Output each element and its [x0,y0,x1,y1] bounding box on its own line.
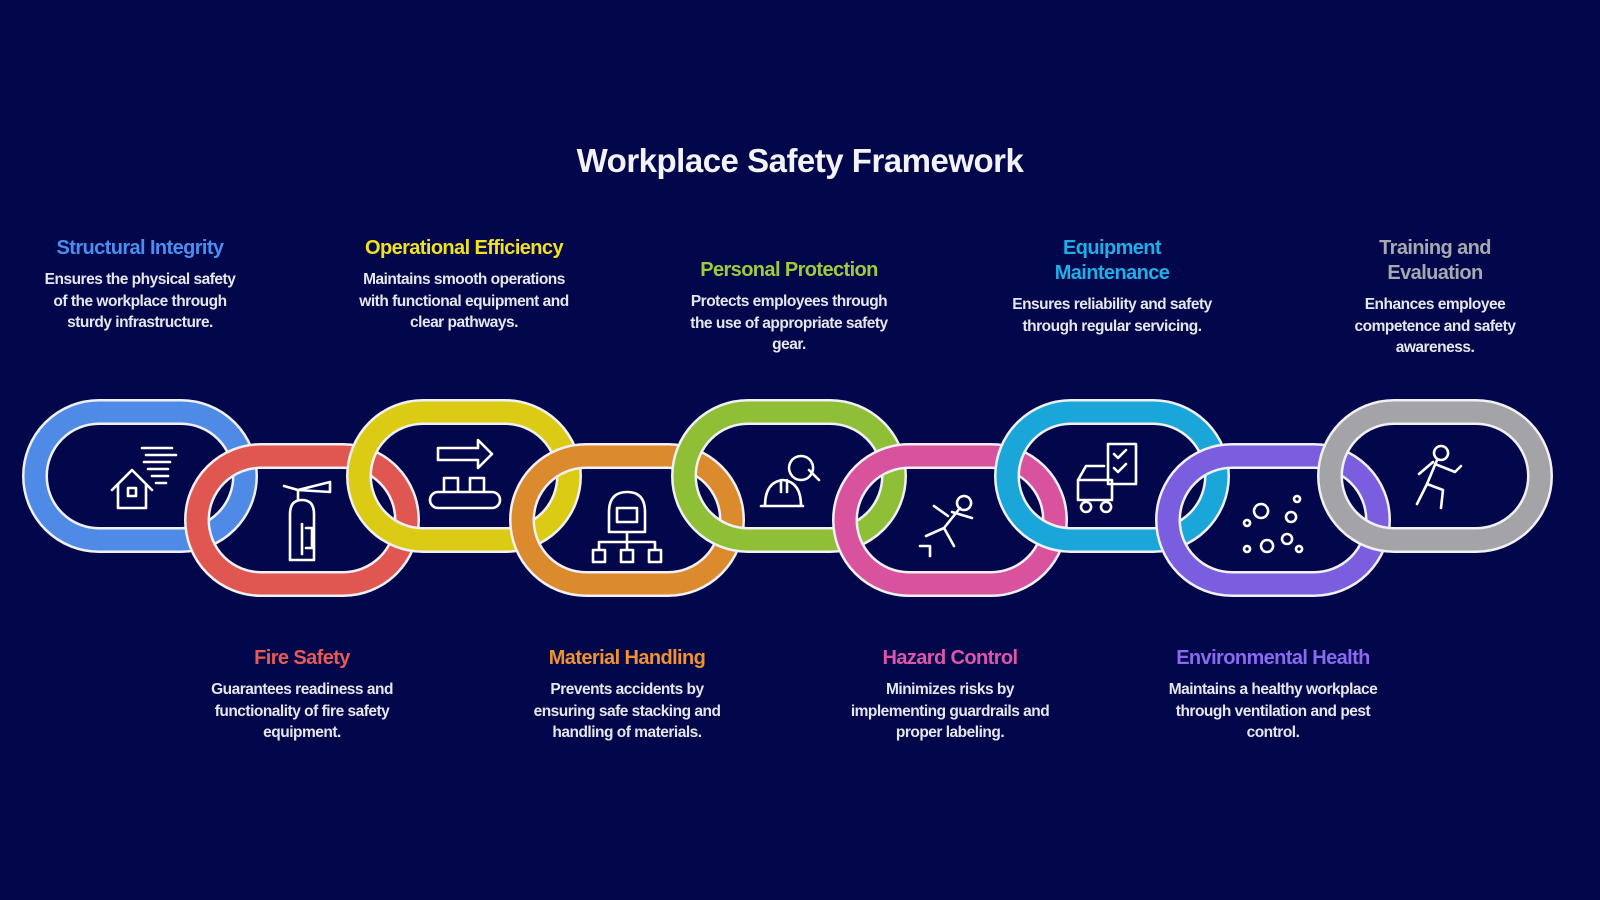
falling-person-icon [918,494,974,558]
item-title: Structural Integrity [56,237,225,259]
chain-link-4 [509,443,745,597]
item-description: Ensures reliability and safety through r… [1012,296,1212,335]
warehouse-network-icon [591,490,663,564]
item-description: Maintains a healthy workplace through ve… [1168,681,1378,742]
item-description: Maintains smooth operations with functio… [359,271,569,332]
link-ring [1319,401,1551,551]
truck-checklist-icon [1076,442,1138,514]
hard-hat-search-icon [759,454,821,508]
item-description: Protects employees through the use of ap… [690,293,888,354]
link-ring [673,401,905,551]
fire-extinguisher-icon [282,480,332,562]
item-title: Operational Efficiency [365,237,564,259]
link-ring [511,445,743,595]
chain-link-6 [832,443,1068,597]
item-title: Environmental Health [1176,647,1370,669]
chain-link-8 [1155,443,1391,597]
link-ring [834,445,1066,595]
germs-icon [1242,494,1304,554]
item-description: Prevents accidents by ensuring safe stac… [533,681,721,742]
item-description: Minimizes risks by implementing guardrai… [850,681,1050,742]
link-ring [348,401,580,551]
item-description: Guarantees readiness and functionality o… [211,681,393,742]
item-title: Material Handling [548,647,706,669]
item-title: Training and Evaluation [1379,237,1491,284]
chain-link-5 [671,399,907,553]
item-title: Hazard Control [882,647,1019,669]
conveyor-icon [428,438,502,510]
chain-link-7 [994,399,1230,553]
item-description: Ensures the physical safety of the workp… [44,271,236,332]
chain-link-9 [1317,399,1553,553]
chain-link-2 [184,443,420,597]
link-ring [186,445,418,595]
item-title: Equipment Maintenance [1054,237,1170,284]
link-ring [996,401,1228,551]
item-title: Personal Protection [700,259,878,281]
item-title: Fire Safety [254,647,350,669]
link-ring [1157,445,1389,595]
house-wind-icon [110,446,178,510]
item-description: Enhances employee competence and safety … [1354,296,1516,357]
link-ring [24,401,256,551]
diagram-title: Workplace Safety Framework [576,142,1024,179]
chain-link-3 [346,399,582,553]
chain-link-1 [22,399,258,553]
running-person-icon [1415,444,1463,510]
